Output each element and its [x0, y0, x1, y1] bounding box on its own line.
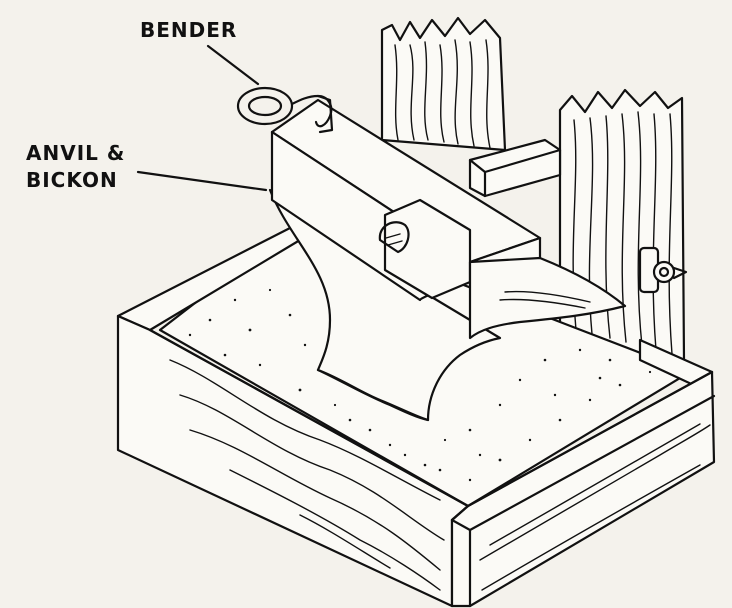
cross-beam	[468, 138, 562, 198]
bender-label: BENDER	[140, 18, 238, 42]
anvil-label-line2: BICKON	[26, 168, 118, 192]
anvil-label-line1: ANVIL &	[26, 141, 126, 165]
anvil-body	[270, 98, 627, 340]
bender	[236, 86, 334, 134]
wooden-post-right	[558, 88, 686, 362]
wooden-post-left	[380, 16, 507, 152]
anvil-leader-line	[136, 170, 268, 192]
anvil-base	[268, 188, 502, 422]
bender-leader-line	[206, 44, 260, 86]
bolt	[638, 246, 688, 294]
